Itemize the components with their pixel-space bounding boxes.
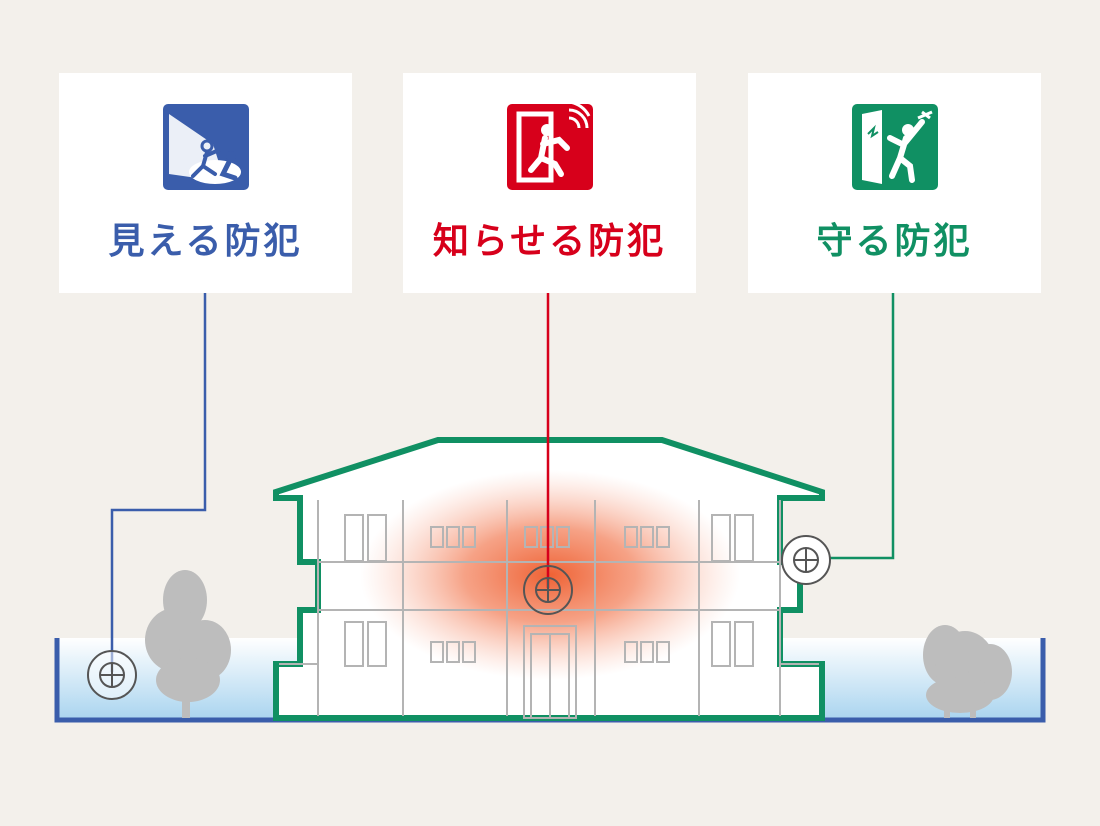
- card-label-visible: 見える防犯: [108, 221, 303, 262]
- device-marker-visible: [87, 650, 137, 700]
- tree-left: [145, 570, 231, 718]
- connector-protect: [806, 293, 895, 560]
- card-protect-security: 守る防犯: [748, 73, 1041, 293]
- card-label-notify: 知らせる防犯: [432, 221, 667, 262]
- spotlight-intruder-icon: [162, 104, 249, 190]
- door-break-in-icon: [851, 104, 938, 190]
- card-label-protect: 守る防犯: [816, 221, 973, 262]
- device-marker-notify: [523, 565, 573, 615]
- tree-right: [923, 625, 1012, 718]
- alarm-intruder-icon: [506, 104, 593, 190]
- card-visible-security: 見える防犯: [59, 73, 352, 293]
- card-notify-security: 知らせる防犯: [403, 73, 696, 293]
- connector-visible: [110, 293, 207, 672]
- device-marker-protect: [781, 535, 831, 585]
